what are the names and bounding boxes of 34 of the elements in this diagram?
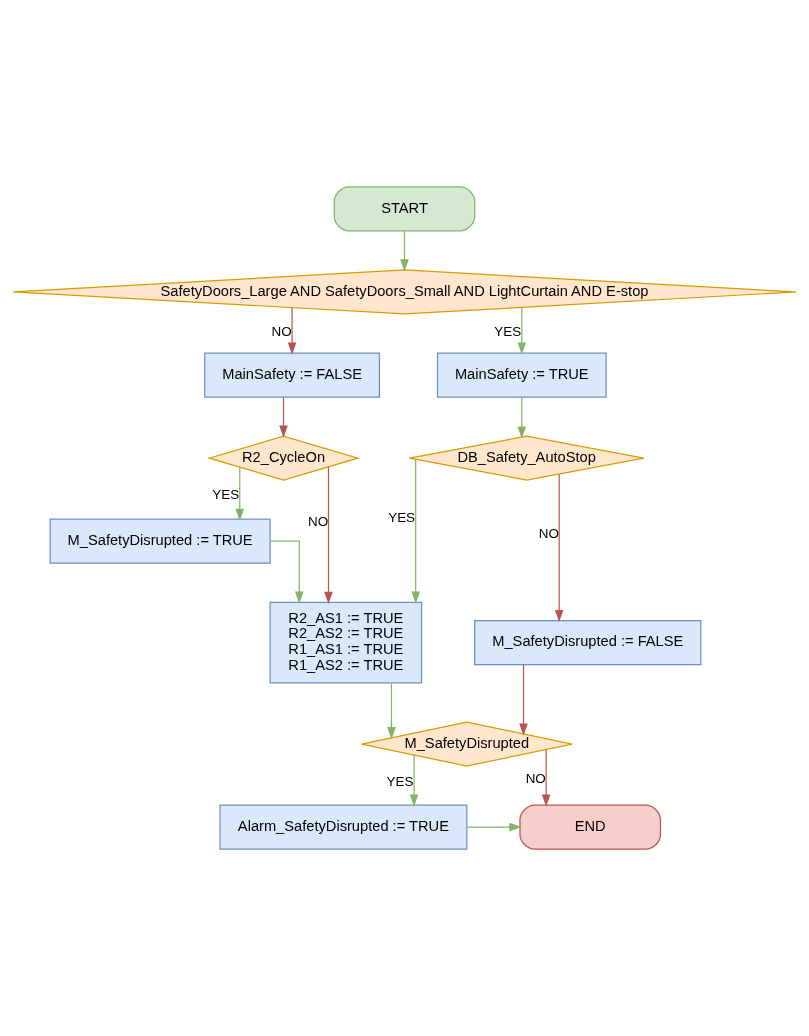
edge-label: NO <box>538 526 559 542</box>
node-box: R2_AS1 := TRUE R2_AS2 := TRUE R1_AS1 := TRUE R1_AS2 := TRUE <box>269 601 423 684</box>
node-box: END <box>519 804 662 850</box>
arrow <box>287 307 297 355</box>
arrow <box>411 458 420 604</box>
arrow <box>519 664 528 736</box>
node-box: M_SafetyDisrupted := TRUE <box>49 518 271 564</box>
node-box: START <box>333 186 476 232</box>
arrow <box>279 396 288 438</box>
node-diamond: DB_Safety_AutoStop <box>408 435 645 481</box>
arrow <box>541 748 551 807</box>
arrow <box>409 754 419 807</box>
edge-label: NO <box>271 324 292 340</box>
node-diamond: SafetyDoors_Large AND SafetyDoors_Small AND LightCurtain AND E-stop <box>12 269 797 315</box>
edge-label: NO <box>525 771 546 787</box>
node-box: M_SafetyDisrupted := FALSE <box>474 620 702 666</box>
arrow <box>466 822 522 832</box>
arrow <box>400 230 409 272</box>
node-box: MainSafety := TRUE <box>436 352 607 398</box>
arrow <box>517 306 527 355</box>
edge-label: YES <box>212 487 240 503</box>
arrow <box>517 396 527 439</box>
edge-label: NO <box>308 513 329 529</box>
arrow <box>324 466 333 604</box>
arrow <box>235 466 245 522</box>
edge-label: YES <box>494 324 522 340</box>
node-box: Alarm_SafetyDisrupted := TRUE <box>219 804 468 850</box>
node-diamond: R2_CycleOn <box>207 435 361 481</box>
edge-label: YES <box>386 773 414 789</box>
arrow <box>554 473 564 623</box>
arrow <box>269 540 304 604</box>
edge-label: YES <box>388 509 416 525</box>
node-box: MainSafety := FALSE <box>204 352 381 398</box>
arrow <box>387 682 396 740</box>
